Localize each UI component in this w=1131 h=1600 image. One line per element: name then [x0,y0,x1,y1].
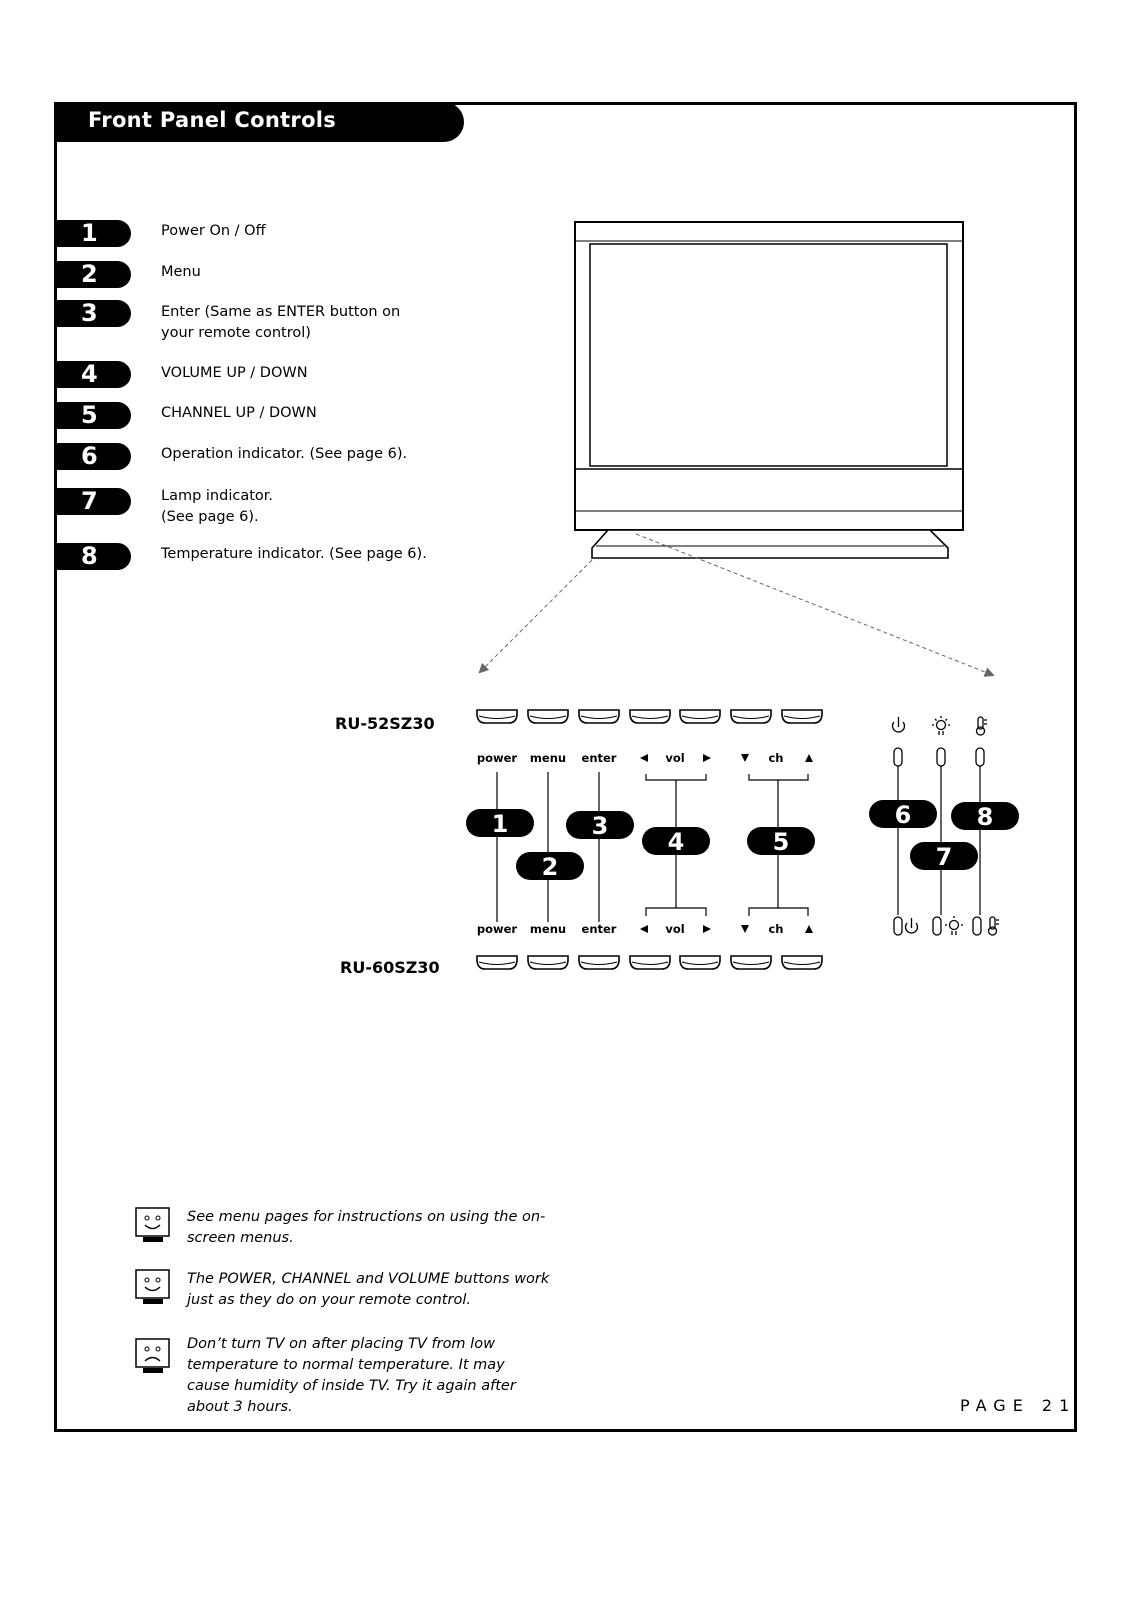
callout-label: 8 [977,803,994,831]
model-label-bottom: RU-60SZ30 [340,958,440,977]
number-badge: 6 [55,443,131,470]
happy-face-icon [135,1269,170,1304]
number-badge: 3 [55,300,131,327]
label-power: power [477,751,518,765]
note-text: Don’t turn TV on after placing TV from l… [187,1336,516,1415]
temperature-indicator-led [972,916,982,936]
power-icon [891,717,906,733]
vol-down-icon [640,925,648,933]
item-description: Menu [161,264,201,280]
callout-label: 5 [773,828,790,856]
zoom-arrow-right [635,533,995,677]
button-row-top [476,709,823,724]
callout-2 [516,852,584,880]
item-description: CHANNEL UP / DOWN [161,405,317,421]
power-icon [904,918,919,934]
callout-3 [566,811,634,839]
callout-6 [869,800,937,828]
callout-label: 6 [895,801,912,829]
button-row-bottom [476,955,823,970]
lamp-icon [932,716,950,735]
section-header: Front Panel Controls [54,102,464,142]
operation-indicator-led [893,747,903,767]
zoom-arrow-left [478,559,593,674]
callout-label: 3 [592,812,609,840]
number-badge: 1 [55,220,131,247]
tv-illustration [574,221,964,559]
number-badge: 7 [55,488,131,515]
number-badge: 5 [55,402,131,429]
vol-up-icon [703,925,711,933]
temperature-icon [987,916,999,936]
item-description: Operation indicator. (See page 6). [161,446,408,462]
item-description: Temperature indicator. (See page 6). [161,546,427,562]
ch-down-icon [741,754,749,762]
happy-face-icon [135,1207,170,1242]
temperature-icon [975,716,987,736]
callout-label: 1 [492,810,509,838]
item-description: Lamp indicator. (See page 6). [161,488,274,525]
vol-up-icon [703,754,711,762]
temperature-indicator-led [975,747,985,767]
ch-down-icon [741,925,749,933]
item-description: VOLUME UP / DOWN [161,365,308,381]
callout-label: 7 [936,843,953,871]
callout-1 [466,809,534,837]
callout-label: 2 [542,853,559,881]
number-badge: 2 [55,261,131,288]
section-title: Front Panel Controls [88,108,337,132]
label-enter: enter [582,751,617,765]
label-power: power [477,922,518,936]
label-vol: vol [665,751,684,765]
label-menu: menu [530,922,566,936]
label-ch: ch [768,751,783,765]
model-label-top: RU-52SZ30 [335,714,435,733]
label-vol: vol [665,922,684,936]
label-ch: ch [768,922,783,936]
callout-7 [910,842,978,870]
callout-8 [951,802,1019,830]
lamp-indicator-led [936,747,946,767]
item-description: Enter (Same as ENTER button on your remo… [161,304,401,341]
page-frame [54,102,1077,1432]
ch-up-icon [805,925,813,933]
number-badge: 4 [55,361,131,388]
vol-down-icon [640,754,648,762]
ch-up-icon [805,754,813,762]
label-menu: menu [530,751,566,765]
note-text: The POWER, CHANNEL and VOLUME buttons wo… [187,1271,550,1308]
lamp-icon [945,916,963,935]
label-enter: enter [582,922,617,936]
note-text: See menu pages for instructions on using… [187,1209,546,1246]
callout-label: 4 [668,828,685,856]
callout-5 [747,827,815,855]
number-badge: 8 [55,543,131,570]
lamp-indicator-led [932,916,942,936]
sad-face-icon [135,1338,170,1373]
page-number: PAGE 21 [960,1396,1077,1415]
callout-4 [642,827,710,855]
item-description: Power On / Off [161,223,266,239]
operation-indicator-led [893,916,903,936]
leader-lines [496,766,981,922]
